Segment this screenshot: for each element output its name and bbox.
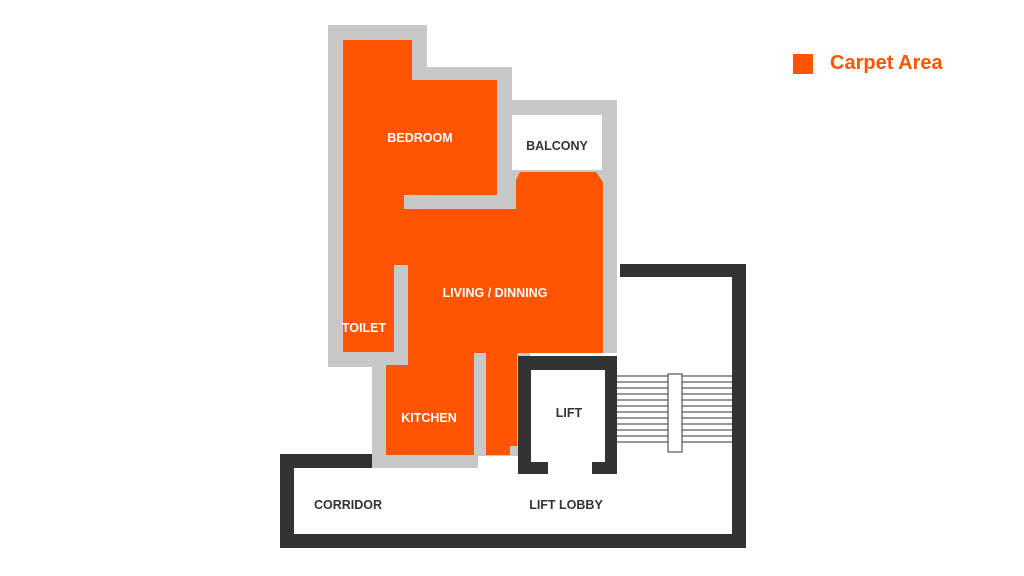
label-bedroom: BEDROOM — [387, 131, 452, 145]
balcony-area — [512, 115, 602, 170]
lift-shaft — [518, 356, 617, 474]
legend-swatch — [793, 53, 813, 74]
legend: Carpet Area — [793, 52, 943, 75]
label-balcony: BALCONY — [526, 139, 588, 153]
label-kitchen: KITCHEN — [401, 411, 457, 425]
label-toilet: TOILET — [342, 321, 387, 335]
legend-label: Carpet Area — [830, 52, 943, 74]
label-corridor: CORRIDOR — [314, 498, 382, 512]
label-lift: LIFT — [556, 406, 583, 420]
label-lift-lobby: LIFT LOBBY — [529, 498, 603, 512]
toilet-wall — [394, 265, 408, 365]
label-living-dining: LIVING / DINNING — [443, 286, 548, 300]
staircase — [617, 373, 732, 453]
